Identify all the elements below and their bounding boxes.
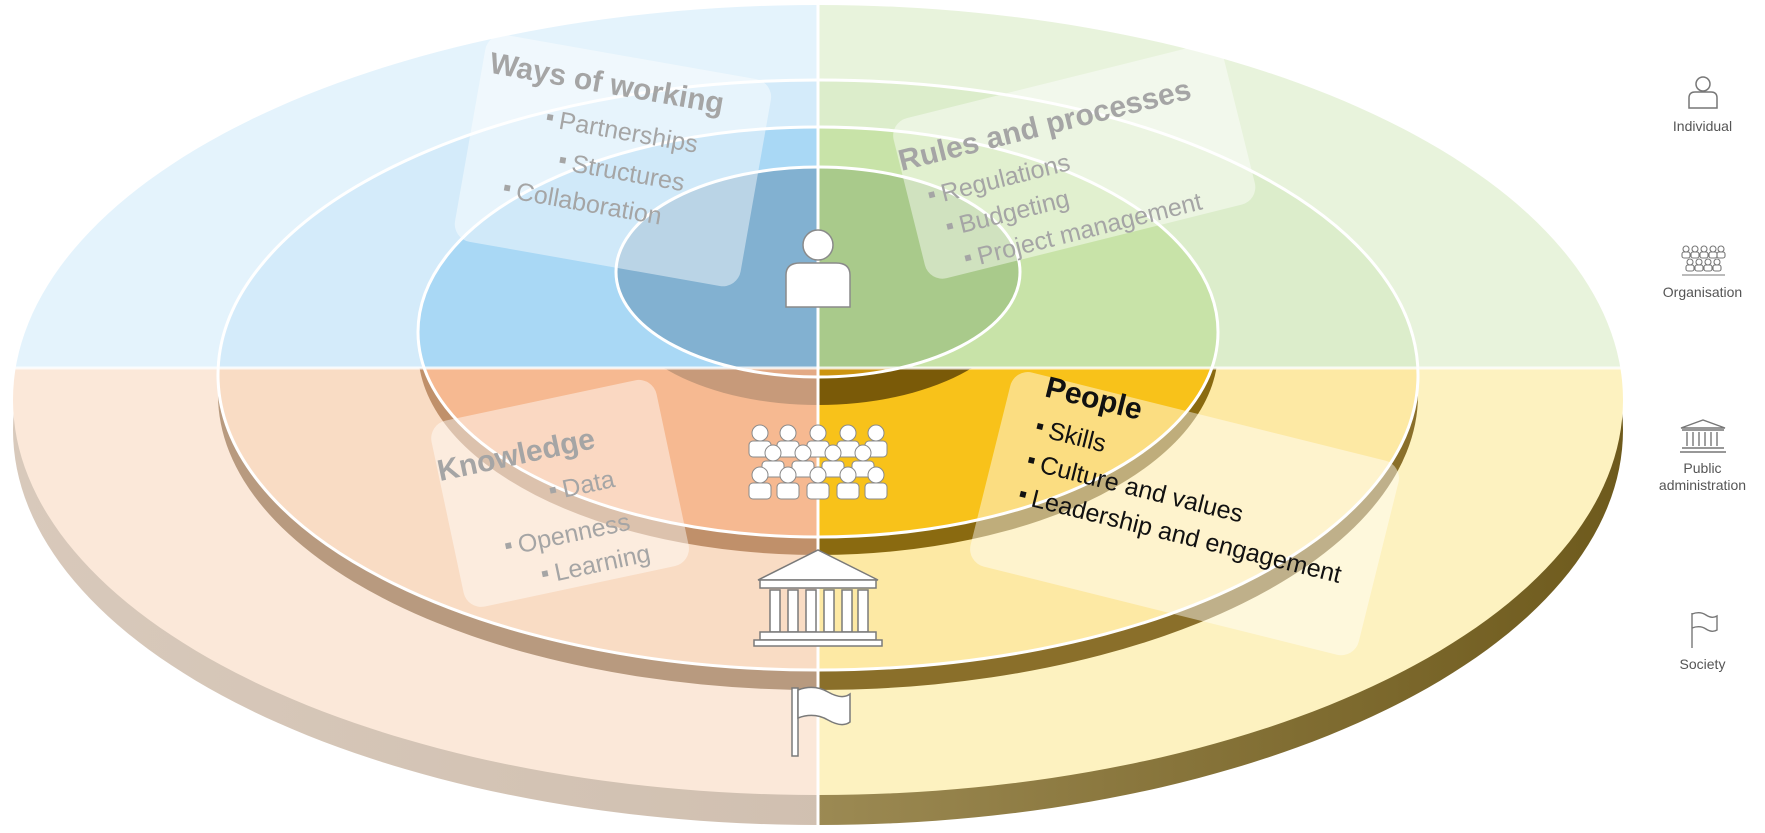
group-icon bbox=[748, 424, 888, 500]
legend-organisation: Organisation bbox=[1640, 244, 1765, 301]
legend-society: Society bbox=[1640, 610, 1765, 673]
legend-label: Organisation bbox=[1662, 284, 1743, 300]
flag-icon bbox=[1690, 612, 1718, 648]
person-icon bbox=[1687, 76, 1718, 109]
legend-public-administration: Public administration bbox=[1640, 418, 1765, 494]
legend-label: Public administration bbox=[1658, 460, 1747, 493]
person-icon bbox=[785, 229, 851, 308]
legend-individual: Individual bbox=[1640, 72, 1765, 135]
group-icon bbox=[1680, 245, 1726, 276]
building-icon bbox=[753, 549, 883, 647]
panel-knowledge bbox=[431, 379, 689, 607]
legend-label: Society bbox=[1679, 656, 1726, 672]
flag-icon bbox=[791, 686, 851, 757]
ring-individual bbox=[614, 165, 1022, 405]
legend-label: Individual bbox=[1672, 118, 1733, 134]
panel-people bbox=[970, 372, 1399, 656]
building-icon bbox=[1679, 419, 1726, 453]
panel-rules-and-processes bbox=[893, 44, 1256, 279]
panel-ways-of-working bbox=[454, 34, 772, 287]
